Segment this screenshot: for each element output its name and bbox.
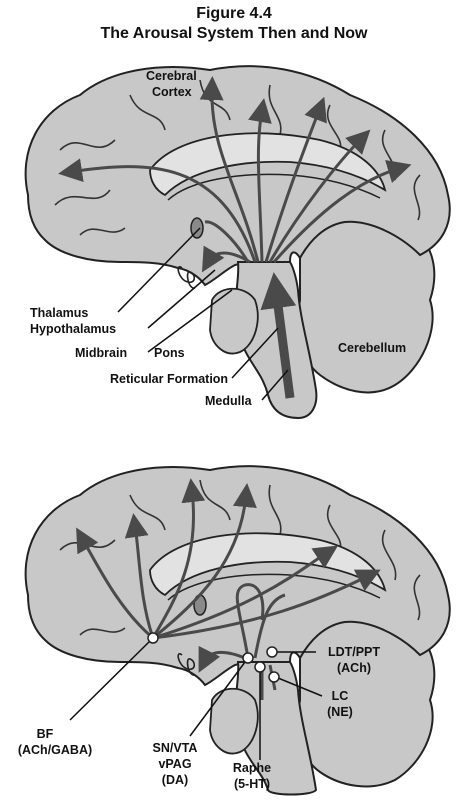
bottom-pituitary — [177, 652, 196, 676]
top-pons — [209, 287, 259, 355]
top-leader-lines — [117, 227, 289, 401]
label-5ht: (5-HT) — [234, 777, 270, 791]
top-pathways — [58, 76, 412, 273]
top-corpus-callosum — [149, 132, 387, 197]
bottom-pons — [209, 687, 259, 755]
label-pons: Pons — [154, 346, 185, 360]
label-midbrain: Midbrain — [75, 346, 127, 360]
label-hypothalamus: Hypothalamus — [30, 322, 116, 336]
label-bf-transmitter: (ACh/GABA) — [18, 743, 92, 757]
label-medulla: Medulla — [205, 394, 253, 408]
bottom-pathways — [76, 478, 381, 700]
lc-nucleus-marker — [268, 671, 280, 683]
label-lc: LC — [332, 689, 349, 703]
bottom-nuclei — [147, 632, 280, 683]
label-reticular-formation: Reticular Formation — [110, 372, 228, 386]
top-pituitary — [177, 265, 196, 289]
label-sn-vta: SN/VTA — [153, 741, 198, 755]
label-vpag: vPAG — [158, 757, 191, 771]
label-bf: BF — [37, 727, 54, 741]
label-da: (DA) — [162, 773, 188, 787]
top-big-arrow — [260, 272, 297, 399]
label-ldt-ppt: LDT/PPT — [328, 645, 380, 659]
label-cerebellum: Cerebellum — [338, 341, 406, 355]
figure-number: Figure 4.4 — [196, 5, 272, 22]
top-brain — [24, 65, 451, 420]
figure-title: The Arousal System Then and Now — [100, 25, 368, 42]
label-cortex: Cortex — [152, 85, 192, 99]
label-ne: (NE) — [327, 705, 353, 719]
sn-vta-nucleus-marker — [242, 652, 254, 664]
bottom-leader-lines — [69, 637, 323, 760]
bottom-brain — [24, 465, 451, 796]
label-thalamus: Thalamus — [30, 306, 88, 320]
top-gyri — [54, 79, 421, 236]
label-ach: (ACh) — [337, 661, 371, 675]
top-thalamus-shape — [190, 217, 204, 239]
ldt-ppt-nucleus-marker — [266, 646, 278, 658]
label-raphe: Raphe — [233, 761, 271, 775]
raphe-nucleus-marker — [254, 661, 266, 673]
bf-nucleus-marker — [147, 632, 159, 644]
label-cerebral: Cerebral — [146, 69, 197, 83]
